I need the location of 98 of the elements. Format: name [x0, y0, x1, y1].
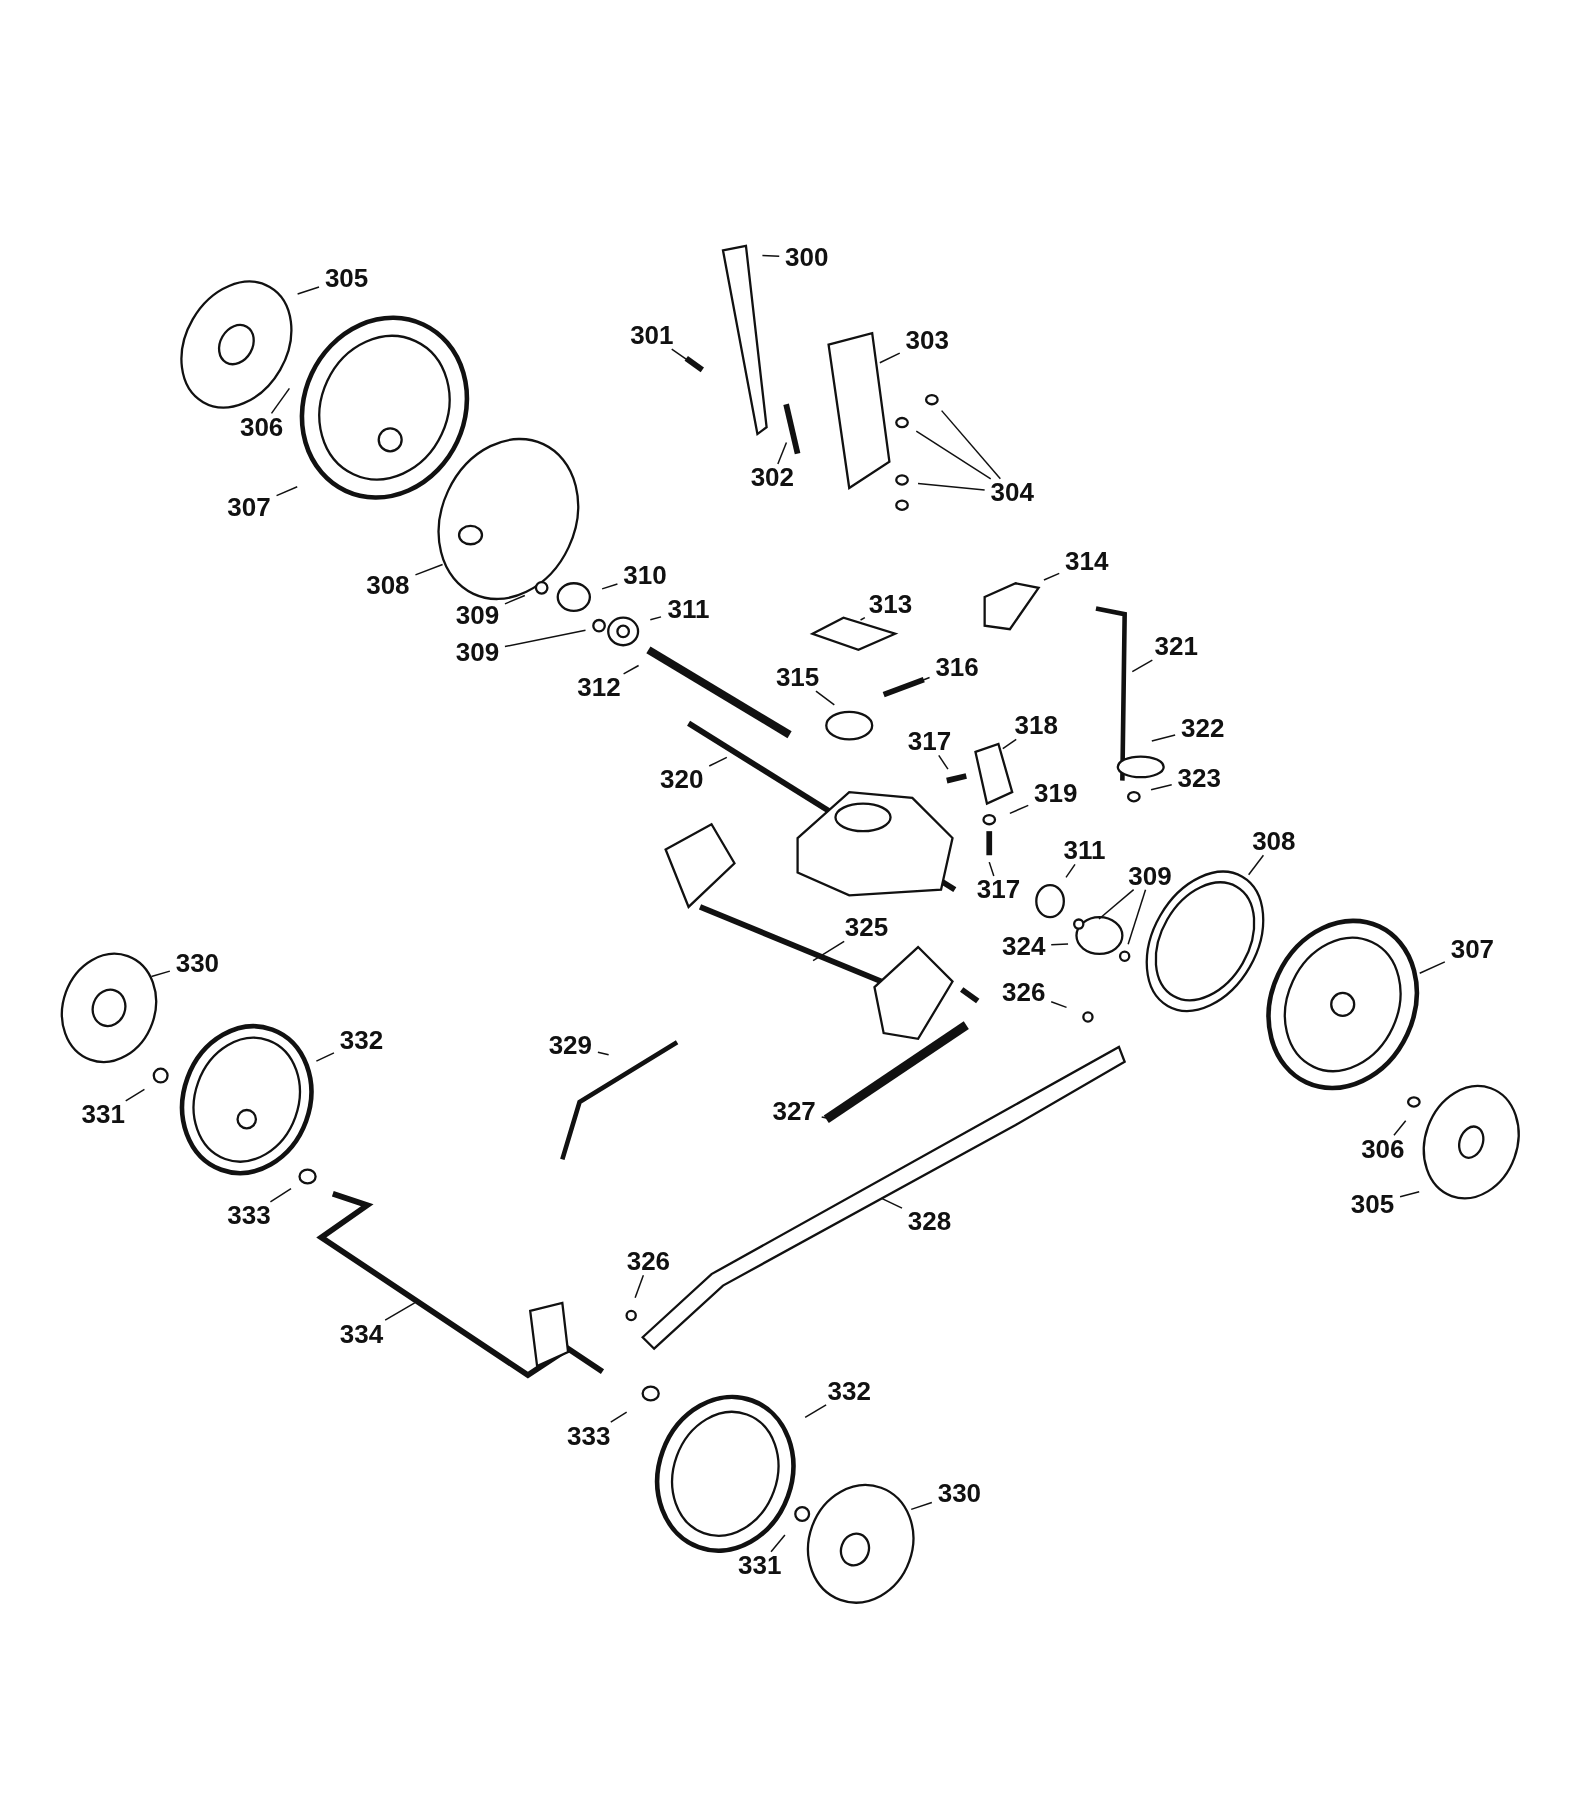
leader-line [1050, 943, 1069, 946]
leader-line [804, 1404, 827, 1419]
leader-line [879, 352, 901, 364]
callout-number: 309 [1128, 861, 1172, 890]
callout-number: 307 [227, 493, 271, 522]
callout-number: 331 [81, 1100, 125, 1129]
callout-number: 305 [1350, 1189, 1395, 1218]
callout-number: 308 [366, 571, 410, 600]
callout-number: 323 [1177, 764, 1221, 793]
callout-number: 301 [630, 321, 674, 350]
leader-line [634, 1274, 645, 1299]
leader-line [1127, 888, 1147, 945]
leader-line [1399, 1191, 1420, 1198]
leader-line [601, 583, 619, 590]
callout-number: 326 [626, 1247, 671, 1276]
callout-number: 316 [935, 652, 979, 681]
leader-line [940, 409, 1002, 480]
leader-line [917, 482, 986, 491]
callout-number: 334 [339, 1319, 384, 1348]
callout-number: 311 [1063, 836, 1106, 865]
callout-number: 320 [660, 765, 704, 794]
leader-line [938, 754, 949, 770]
callout-number: 326 [1001, 977, 1046, 1006]
leader-line [708, 756, 728, 767]
callout-number: 304 [990, 478, 1034, 507]
callout-number: 302 [750, 463, 794, 492]
callout-number: 318 [1014, 711, 1058, 740]
leader-line [269, 1187, 292, 1203]
callout-number: 309 [455, 601, 500, 630]
leader-line [770, 1534, 786, 1553]
leader-line [1009, 804, 1029, 815]
leader-line [504, 594, 526, 605]
callout-number: 305 [324, 263, 369, 292]
leader-line [597, 1051, 610, 1056]
callout-number: 306 [239, 412, 284, 441]
leader-line [881, 1197, 903, 1209]
leader-line [777, 441, 788, 465]
leader-line [622, 664, 640, 675]
callout-number: 313 [868, 589, 913, 618]
callout-number: 324 [1001, 931, 1046, 960]
leader-line [761, 254, 780, 257]
leader-line [859, 616, 866, 621]
callout-number: 333 [567, 1421, 611, 1450]
leader-line [414, 563, 444, 576]
leader-line [812, 940, 845, 962]
callout-number: 308 [1252, 827, 1296, 856]
leader-line [315, 1052, 335, 1062]
callout-number: 332 [339, 1025, 384, 1054]
callout-number: 314 [1065, 547, 1109, 576]
leader-line [270, 387, 291, 415]
callout-number: 303 [905, 325, 949, 354]
callout-number: 310 [623, 560, 667, 589]
leader-line [296, 286, 320, 295]
callout-number: 312 [577, 673, 621, 702]
callout-number: 311 [667, 595, 710, 624]
leader-line [125, 1088, 146, 1102]
callout-number: 317 [907, 727, 952, 756]
leader-line [649, 616, 662, 621]
callout-number: 315 [775, 663, 820, 692]
leader-line [504, 629, 587, 648]
leader-line [910, 1501, 933, 1511]
callout-number: 306 [1361, 1134, 1405, 1163]
callout-number: 321 [1154, 632, 1198, 661]
callout-number: 330 [937, 1479, 982, 1508]
leader-line [921, 676, 931, 682]
leader-line [1043, 572, 1060, 581]
leader-line [275, 485, 298, 497]
leader-line [1247, 854, 1265, 876]
leader-line [815, 690, 836, 706]
callout-number: 319 [1034, 779, 1078, 807]
leader-line [384, 1302, 416, 1321]
leader-line [915, 430, 992, 480]
leader-line [1418, 961, 1446, 975]
leader-line [1065, 863, 1076, 879]
callout-number: 307 [1450, 935, 1495, 964]
callout-number: 330 [175, 948, 220, 977]
leader-line [1098, 888, 1135, 920]
callout-number: 329 [548, 1031, 593, 1060]
callout-number: 325 [844, 913, 889, 942]
leader-line [1131, 659, 1154, 673]
callout-number: 322 [1181, 713, 1225, 742]
callout-number: 332 [827, 1376, 871, 1405]
callout-number: 331 [738, 1551, 782, 1580]
callout-number: 328 [907, 1207, 952, 1236]
leader-line [1050, 1001, 1068, 1009]
callout-number: 333 [227, 1201, 271, 1230]
leader-line [988, 861, 995, 877]
leader-line [1393, 1119, 1407, 1136]
leader-line [1151, 734, 1176, 742]
leader-line [1002, 738, 1017, 750]
callout-number: 327 [772, 1096, 816, 1125]
leader-line [610, 1411, 628, 1423]
callout-number: 300 [785, 243, 829, 272]
leader-line [671, 348, 690, 362]
callout-number: 317 [976, 875, 1021, 904]
leader-line [1150, 784, 1173, 791]
leader-line [150, 970, 171, 978]
callout-number: 309 [455, 637, 500, 666]
